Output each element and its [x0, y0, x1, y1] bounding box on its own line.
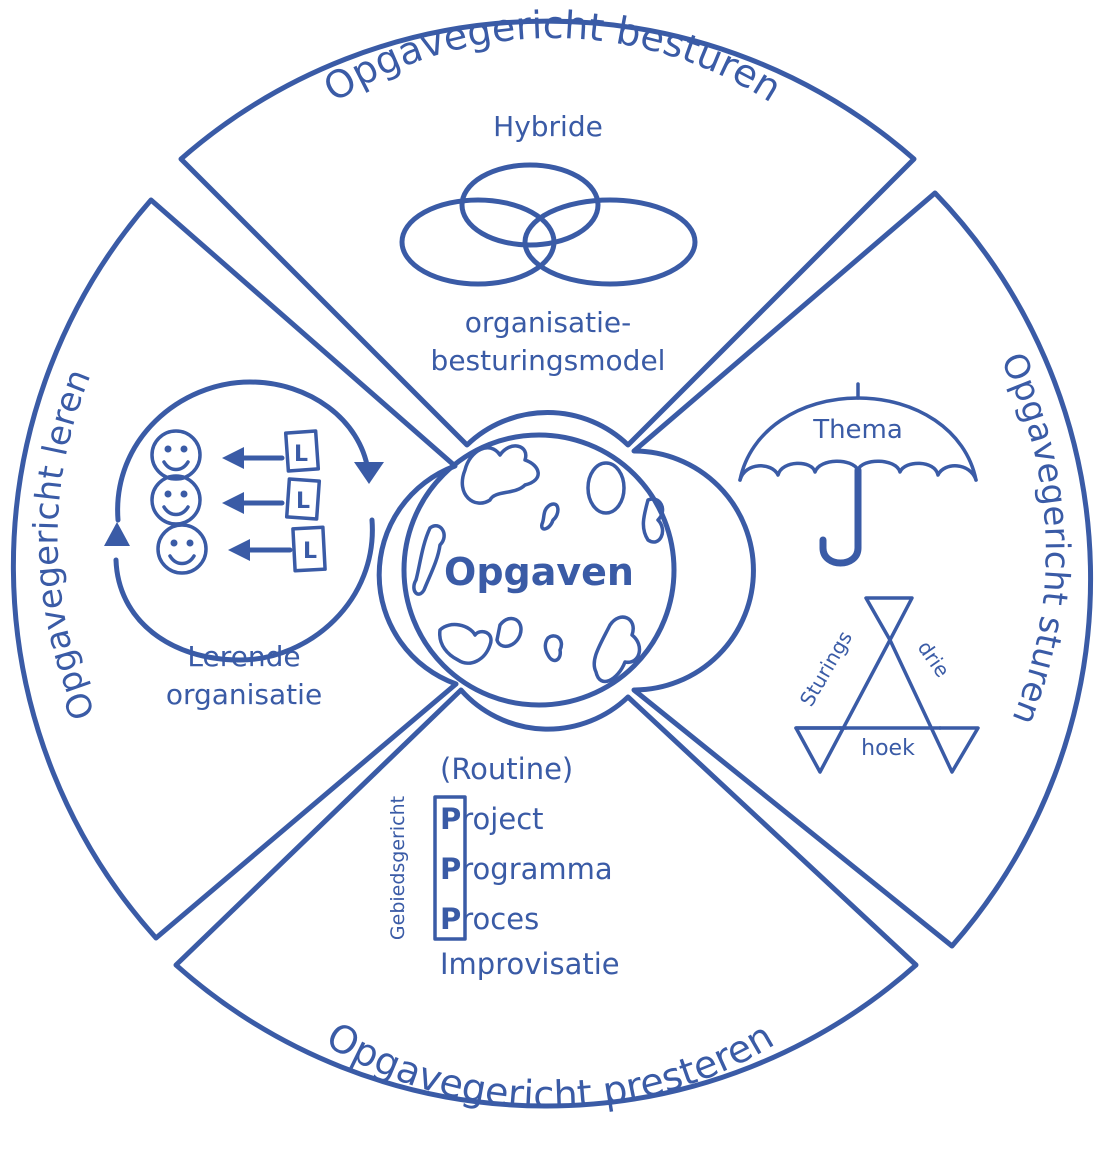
- umbrella-label: Thema: [812, 415, 903, 445]
- card-letter-3: L: [303, 539, 317, 564]
- center-circle: [401, 432, 677, 708]
- top-caption-line2: besturingsmodel: [431, 344, 666, 377]
- card-letter-1: L: [294, 442, 308, 467]
- umbrella-icon: [738, 382, 978, 567]
- bottom-side-label: Gebiedsgericht: [387, 796, 409, 940]
- cycle-arrow-icon: [104, 379, 384, 663]
- smiley-icon: [150, 429, 208, 575]
- three-overlapping-ellipses-icon: [399, 162, 698, 287]
- triangle-bottom-label: hoek: [861, 736, 915, 761]
- star-of-david-icon: [794, 596, 980, 774]
- bottom-item2: Programma: [440, 852, 613, 886]
- bottom-item4: Improvisatie: [440, 947, 620, 981]
- title-top: Opgavegericht besturen: [316, 3, 789, 110]
- left-caption-line1: Lerende: [187, 640, 300, 673]
- top-subtitle: Hybride: [493, 110, 603, 143]
- center-label: Opgaven: [444, 550, 634, 594]
- bottom-item2-rest: rogramma: [461, 852, 612, 886]
- segment-left: [10, 197, 459, 941]
- ppp-box: [433, 795, 467, 941]
- bottom-item2-initial: P: [440, 852, 461, 886]
- bottom-item1-initial: P: [440, 802, 461, 836]
- card-letter-2: L: [296, 489, 310, 514]
- segment-bottom: [173, 687, 919, 1109]
- bottom-item3: Proces: [440, 902, 539, 936]
- title-left: Opgavegericht leren: [26, 364, 103, 726]
- left-caption-line2: organisatie: [166, 678, 322, 711]
- arrows-left: [222, 447, 293, 561]
- document-l-icon: L L L: [283, 429, 327, 573]
- bottom-item3-rest: roces: [461, 902, 539, 936]
- bottom-item1-rest: roject: [461, 802, 543, 836]
- opgaven-blobs-icon: [412, 444, 665, 684]
- triangle-right-label: drie: [913, 636, 955, 682]
- top-caption-line1: organisatie-: [465, 306, 631, 339]
- segment-right: [631, 190, 1094, 949]
- bottom-item0: (Routine): [440, 752, 573, 786]
- triangle-left-label: Sturings: [795, 627, 857, 711]
- title-bottom: Opgavegericht presteren: [319, 1014, 780, 1118]
- bottom-item1: Project: [440, 802, 544, 836]
- segment-top: [178, 18, 917, 448]
- bottom-item3-initial: P: [440, 902, 461, 936]
